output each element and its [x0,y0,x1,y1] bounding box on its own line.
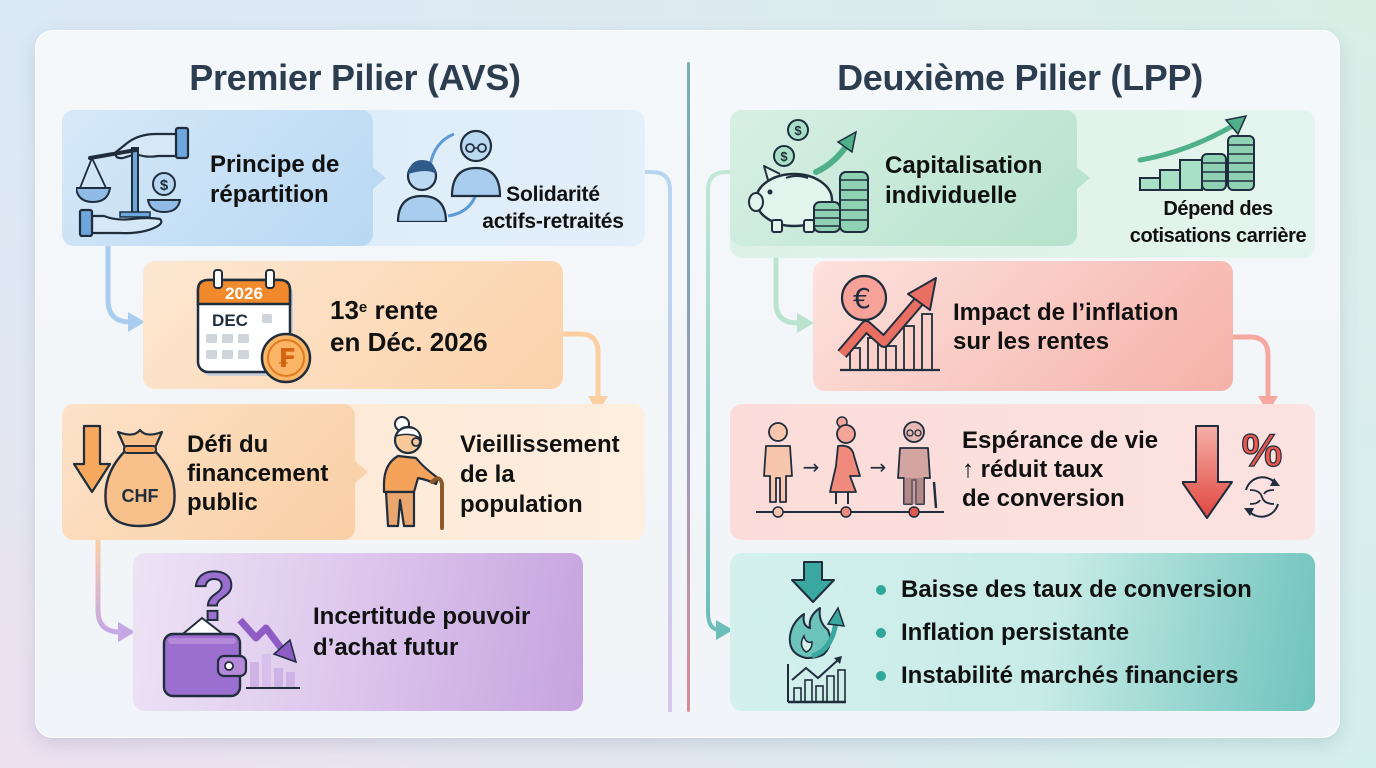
inflation-impact-label: Impact de l’inflation sur les rentes [953,298,1178,356]
aging-timeline-icon: → → [756,416,944,518]
capitalization-label: Capitalisation individuelle [885,151,1042,211]
timeline-arrow: → [803,455,820,479]
chf-label: CHF [122,486,159,506]
conversion-rate-down-icon: % [1182,423,1283,519]
calendar-year: 2026 [225,284,263,303]
principle-notch [373,167,386,189]
franc-symbol: ₣ [277,344,295,374]
risk-item-text: Inflation persistante [901,619,1130,646]
capitalization-line-1: Capitalisation [885,152,1043,179]
solidarity-label: Solidarité actifs-retraités [466,181,640,235]
calendar-month: DEC [212,311,248,330]
scales-hands-icon: $ [76,126,190,237]
purchasing-line-2: d’achat futur [313,634,459,661]
career-contributions-label: Dépend des cotisations carrière [1118,196,1318,250]
timeline-arrow: → [870,455,887,479]
purchasing-line-1: Incertitude pouvoir [313,603,531,630]
thirteenth-line-2: en Déc. 2026 [330,327,488,357]
down-arrow-icon [791,561,835,603]
thirteenth-line-1: 13e rente [330,294,488,326]
dollar-symbol: $ [780,149,788,164]
inflation-line-2: sur les rentes [953,328,1110,355]
risk-icons-stack [787,561,846,704]
life-expectancy-label: Espérance de vie ↑ réduit taux de conver… [962,426,1158,513]
inflation-line-1: Impact de l’inflation [953,299,1179,326]
left-pillar-title: Premier Pilier (AVS) [189,57,521,98]
thirteenth-pension-label: 13e rente en Déc. 2026 [330,294,488,358]
life-line-3: de conversion [962,485,1125,512]
growth-stairs-coins-icon [1137,114,1255,191]
solidarity-line-1: Solidarité [506,183,600,206]
aging-label: Vieillissement de la population [460,430,620,520]
funding-label: Défi du financement public [187,430,328,517]
life-line-2: ↑ réduit taux [962,456,1104,483]
purchasing-power-label: Incertitude pouvoir d’achat futur [313,601,530,663]
calendar-coin-icon: 2026 DEC ₣ [196,269,312,384]
elderly-person-cane-icon [382,416,444,530]
right-pillar-title: Deuxième Pilier (LPP) [837,57,1203,98]
aging-line-1: Vieillissement [460,431,620,458]
principle-line-1: Principe de [210,151,340,178]
flame-arrow-icon [788,606,846,659]
wallet-decline-icon: ? [162,558,300,698]
bullet-dot [876,671,886,681]
piggy-bank-coins-icon: $ $ [748,119,869,233]
life-line-1: Espérance de vie [962,427,1159,454]
bullet-dot [876,585,886,595]
career-line-1: Dépend des [1163,198,1273,220]
risk-item-text: Instabilité marchés financiers [901,662,1239,689]
bullet-dot [876,628,886,638]
funding-line-1: Défi du [187,431,269,458]
center-divider [687,62,690,712]
pension-number: 13 [330,295,359,325]
dollar-symbol: $ [160,177,169,194]
aging-line-3: population [460,491,583,518]
principle-label: Principe de répartition [210,150,339,210]
inflation-chart-icon: € [837,274,940,372]
funding-line-3: public [187,489,258,516]
market-chart-icon [787,656,846,704]
solidarity-line-2: actifs-retraités [482,210,624,233]
risk-item-1: Baisse des taux de conversion [876,575,1252,605]
pension-superscript: e [358,299,368,316]
euro-symbol: € [853,282,871,315]
funding-line-2: financement [187,460,329,487]
career-line-2: cotisations carrière [1129,225,1307,247]
funding-notch [355,461,368,483]
dollar-symbol: $ [794,123,802,138]
people-cycle-icon [396,129,502,222]
risk-item-text: Baisse des taux de conversion [901,576,1252,603]
money-bag-down-icon: CHF [72,424,176,528]
risk-item-2: Inflation persistante [876,618,1129,648]
capitalization-line-2: individuelle [885,182,1018,209]
aging-line-2: de la [460,461,515,488]
percent-symbol: % [1242,424,1283,476]
risk-item-3: Instabilité marchés financiers [876,661,1238,691]
capitalization-notch [1077,167,1090,189]
pension-rest: rente [367,295,439,325]
principle-line-2: répartition [210,181,329,208]
